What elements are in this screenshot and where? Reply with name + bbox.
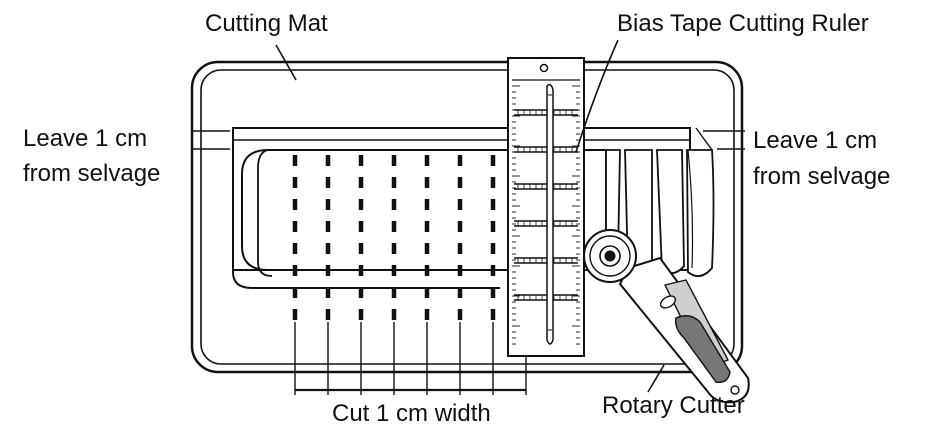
label-rotary-cutter: Rotary Cutter bbox=[602, 392, 745, 419]
dashed-cut-lines bbox=[292, 155, 496, 320]
label-leave-right-1: Leave 1 cm bbox=[753, 127, 877, 154]
label-leave-left-1: Leave 1 cm bbox=[23, 125, 147, 152]
bias-tape-ruler bbox=[507, 57, 585, 357]
label-cut-width: Cut 1 cm width bbox=[332, 400, 491, 427]
label-bias-tape-ruler: Bias Tape Cutting Ruler bbox=[617, 10, 869, 37]
leader-lines bbox=[192, 39, 745, 393]
label-cutting-mat: Cutting Mat bbox=[205, 10, 328, 37]
label-leave-right-2: from selvage bbox=[753, 163, 890, 190]
label-leave-left-2: from selvage bbox=[23, 160, 160, 187]
rotary-cutter bbox=[583, 229, 750, 404]
ruler-ticks bbox=[512, 85, 580, 345]
width-dimension bbox=[294, 322, 527, 395]
